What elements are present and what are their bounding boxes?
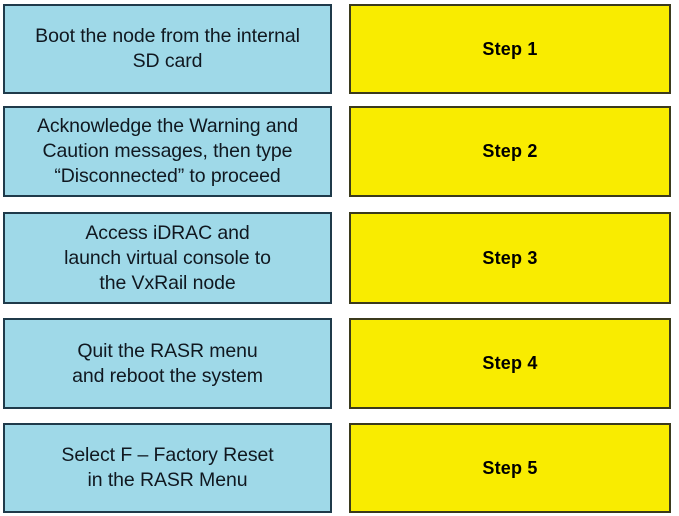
diagram-row: Quit the RASR menu and reboot the system… xyxy=(0,318,679,409)
step-label: Step 2 xyxy=(482,141,538,161)
step-box[interactable]: Step 1 xyxy=(349,4,671,94)
description-label: Select F – Factory Reset in the RASR Men… xyxy=(61,444,274,491)
description-box[interactable]: Quit the RASR menu and reboot the system xyxy=(3,318,332,409)
description-label: Boot the node from the internal SD card xyxy=(35,25,300,72)
description-label: Access iDRAC and launch virtual console … xyxy=(64,221,271,294)
diagram-row: Access iDRAC and launch virtual console … xyxy=(0,212,679,304)
step-box[interactable]: Step 3 xyxy=(349,212,671,304)
description-label: Quit the RASR menu and reboot the system xyxy=(72,339,263,387)
step-label: Step 1 xyxy=(482,38,538,59)
step-label: Step 4 xyxy=(482,353,538,373)
diagram-row: Select F – Factory Reset in the RASR Men… xyxy=(0,423,679,513)
description-box[interactable]: Access iDRAC and launch virtual console … xyxy=(3,212,332,304)
description-box[interactable]: Acknowledge the Warning and Caution mess… xyxy=(3,106,332,197)
diagram-row: Acknowledge the Warning and Caution mess… xyxy=(0,106,679,197)
description-label: Acknowledge the Warning and Caution mess… xyxy=(36,115,299,187)
description-box[interactable]: Select F – Factory Reset in the RASR Men… xyxy=(3,423,332,513)
step-box[interactable]: Step 2 xyxy=(349,106,671,197)
description-box[interactable]: Boot the node from the internal SD card xyxy=(3,4,332,94)
step-label: Step 5 xyxy=(482,457,538,478)
diagram-row: Boot the node from the internal SD card … xyxy=(0,4,679,94)
step-label: Step 3 xyxy=(482,247,538,268)
step-box[interactable]: Step 5 xyxy=(349,423,671,513)
step-box[interactable]: Step 4 xyxy=(349,318,671,409)
